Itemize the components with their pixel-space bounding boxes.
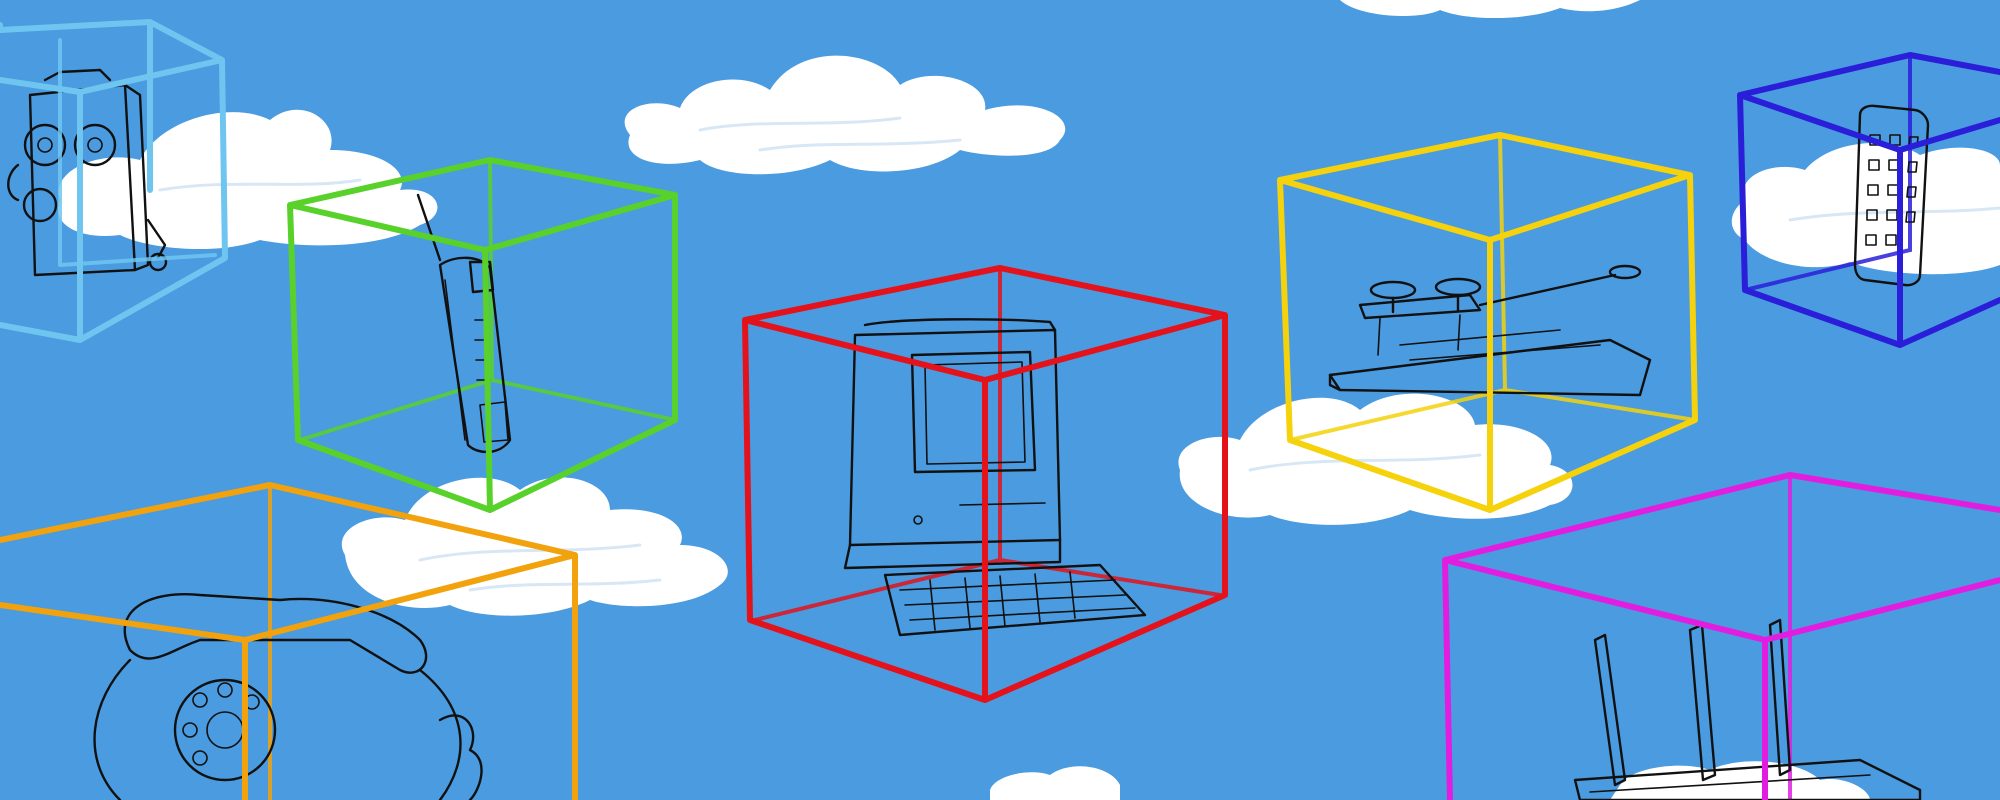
cloud-right-upper [1731,143,2000,275]
box-yellow [1277,132,1698,513]
box-light-blue [0,19,228,343]
box-blue [1737,52,2000,348]
cloud-top-center [624,55,1066,175]
box-green [287,157,678,513]
crank-wall-telephone-icon [7,68,168,277]
cloud-bottom-center [990,766,1120,800]
box-red [742,265,1228,703]
cloud-right-middle [1178,393,1573,525]
cloud-bottom-right [1610,761,1870,800]
box-edges-front [1737,52,2000,348]
box-edges-front [287,157,678,513]
brick-cell-phone-icon [416,193,512,454]
box-edges-front [1277,132,1698,513]
box-edges [0,19,228,343]
box-edges-front [742,265,1228,703]
rotary-telephone-icon [93,593,483,800]
telegraph-key-icon [1328,264,1652,397]
cloud-top-right-edge [1340,0,1640,19]
box-edges-front [0,482,578,800]
box-orange [0,482,578,800]
box-edges-front [1442,472,2000,800]
box-magenta [1442,472,2000,800]
classic-desktop-computer-icon [843,318,1147,637]
wifi-router-icon [1573,618,1922,800]
